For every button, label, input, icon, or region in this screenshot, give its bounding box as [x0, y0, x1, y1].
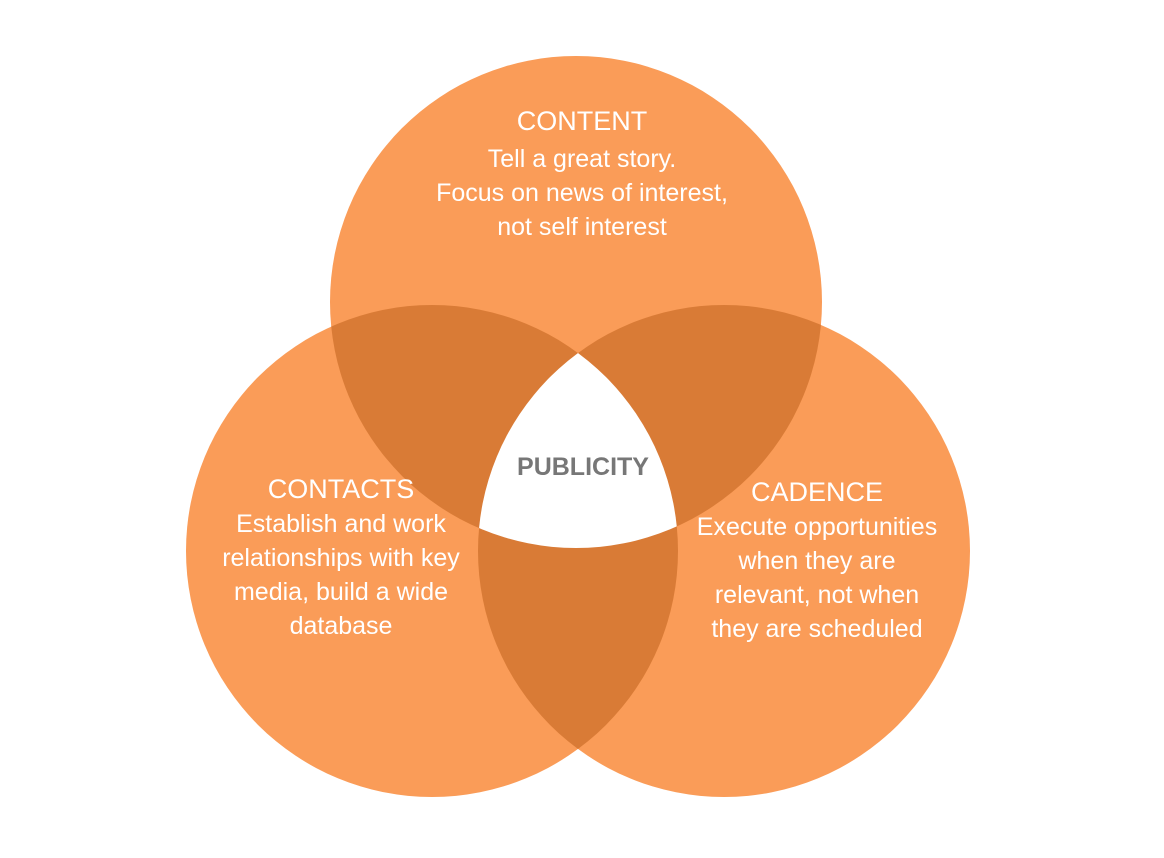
- center-label: PUBLICITY: [517, 453, 649, 481]
- content-line: Tell a great story.: [488, 145, 677, 173]
- contacts-line: media, build a wide: [234, 578, 448, 606]
- content-line: Focus on news of interest,: [436, 179, 728, 207]
- contacts-line: database: [290, 612, 393, 640]
- content-line: not self interest: [497, 213, 667, 241]
- contacts-line: Establish and work: [236, 510, 446, 538]
- center-intersection: [478, 305, 678, 548]
- contacts-line: relationships with key: [222, 544, 460, 572]
- cadence-line: relevant, not when: [715, 581, 919, 609]
- content-circle-text: CONTENT Tell a great story. Focus on new…: [436, 106, 728, 241]
- cadence-circle-text: CADENCE Execute opportunities when they …: [697, 477, 937, 643]
- cadence-line: they are scheduled: [711, 615, 922, 643]
- cadence-line: when they are: [737, 547, 895, 575]
- cadence-title: CADENCE: [751, 477, 883, 507]
- contacts-circle-text: CONTACTS Establish and work relationship…: [222, 474, 460, 640]
- contacts-title: CONTACTS: [268, 474, 415, 504]
- venn-overlaps: [330, 305, 822, 797]
- content-title: CONTENT: [517, 106, 648, 136]
- cadence-line: Execute opportunities: [697, 513, 937, 541]
